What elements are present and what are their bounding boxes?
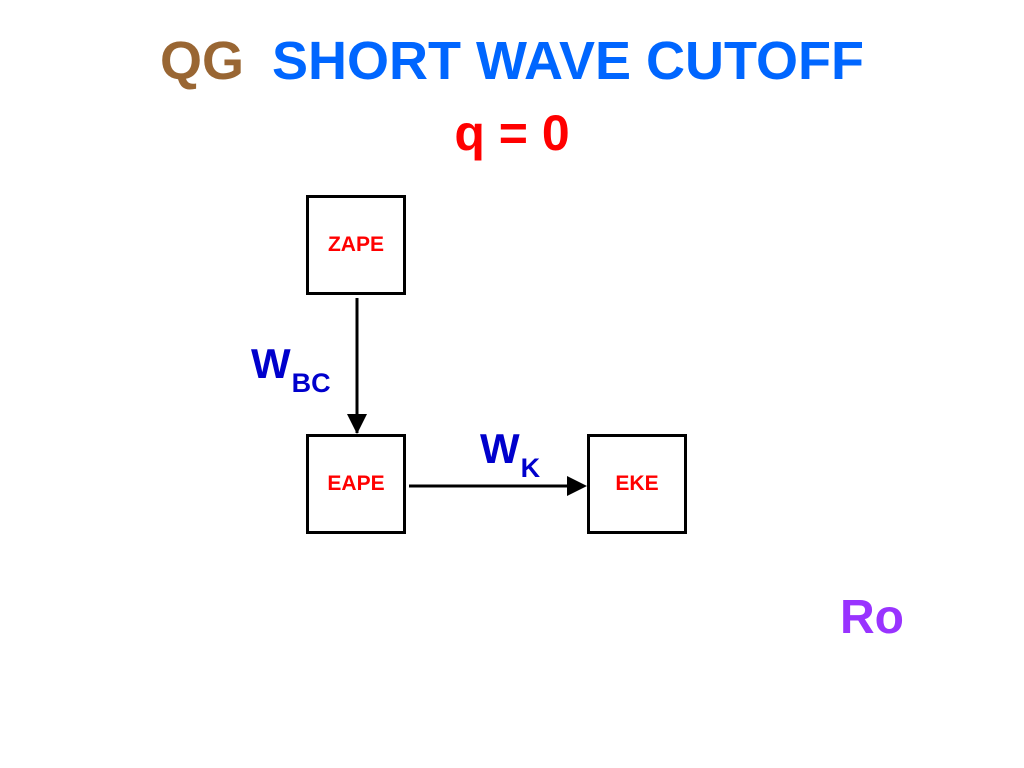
eke-box: EKE xyxy=(587,434,687,534)
wk-subscript: K xyxy=(520,453,541,483)
zape-box: ZAPE xyxy=(306,195,406,295)
wk-main: W xyxy=(480,425,520,472)
wbc-subscript: BC xyxy=(291,368,331,398)
wk-flow-label: WK xyxy=(480,425,540,483)
eke-label: EKE xyxy=(615,472,659,495)
page-subtitle: q = 0 xyxy=(454,105,570,161)
title-prefix: QG xyxy=(159,31,244,91)
ro-label: Ro xyxy=(840,591,904,644)
arrowhead-down xyxy=(347,414,367,434)
zape-label: ZAPE xyxy=(327,233,384,256)
page-title: QG SHORT WAVE CUTOFF xyxy=(0,30,1024,92)
wbc-main: W xyxy=(251,340,291,387)
title-main: SHORT WAVE CUTOFF xyxy=(272,31,864,91)
wbc-flow-label: WBC xyxy=(251,340,331,398)
arrowhead-right xyxy=(567,476,587,496)
eape-label: EAPE xyxy=(327,472,385,495)
eape-box: EAPE xyxy=(306,434,406,534)
